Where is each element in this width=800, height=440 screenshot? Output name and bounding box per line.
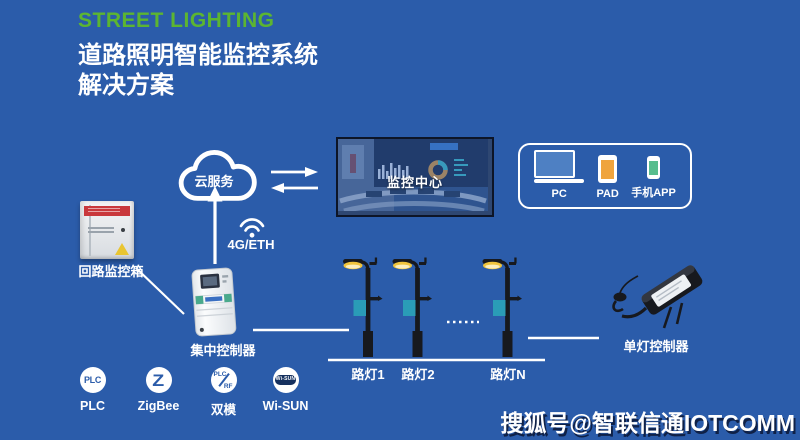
cabinet-red-band <box>84 206 130 216</box>
monitoring-center-image: 监控中心 <box>336 137 494 217</box>
terminal-phone: 手机APP <box>631 145 676 200</box>
page-title-zh: 道路照明智能监控系统 <box>78 42 318 69</box>
smartphone-icon <box>647 145 661 179</box>
single-lamp-controller-label: 单灯控制器 <box>623 339 689 354</box>
monitoring-center-label: 监控中心 <box>386 175 443 190</box>
cloud-icon <box>178 149 257 201</box>
lampN-label: 路灯N <box>490 367 526 382</box>
tablet-icon <box>598 149 618 183</box>
protocol-wisun: Wi-SUN Wi-SUN <box>248 367 323 413</box>
zigbee-icon: Z <box>145 367 172 393</box>
street-lamp-1 <box>341 255 385 359</box>
cabinet-lock-dot <box>121 228 125 232</box>
dual-mode-plc-text: PLC <box>213 371 227 378</box>
zigbee-badge-text: Z <box>152 370 165 390</box>
street-lamps-illustration <box>341 255 524 359</box>
wisun-label: Wi-SUN <box>262 399 309 413</box>
warning-triangle-icon <box>115 243 129 255</box>
pc-label: PC <box>551 188 567 200</box>
street-lamp-2 <box>390 255 434 359</box>
wisun-icon: Wi-SUN <box>272 367 299 393</box>
arrow-left-icon <box>271 183 284 193</box>
protocol-plc: PLC PLC <box>55 367 130 413</box>
wifi-icon <box>239 218 265 238</box>
single-lamp-controller-icon <box>612 265 703 329</box>
page-subtitle-zh: 解决方案 <box>78 72 174 99</box>
lamp1-label: 路灯1 <box>351 367 385 382</box>
dual-mode-icon: PLC RF <box>210 367 237 393</box>
phone-app-label: 手机APP <box>631 187 676 199</box>
terminal-pc: PC <box>534 149 585 200</box>
protocol-dual-mode: PLC RF 双模 <box>186 367 261 418</box>
laptop-icon <box>534 149 585 183</box>
terminal-pad: PAD <box>596 149 619 200</box>
lamp2-label: 路灯2 <box>401 367 435 382</box>
centralized-controller-icon <box>191 267 237 337</box>
protocol-zigbee: Z ZigBee <box>121 367 196 413</box>
pad-label: PAD <box>596 188 619 200</box>
page-title-en: STREET LIGHTING <box>78 9 275 32</box>
client-terminals-panel: PC PAD 手机APP <box>518 143 692 209</box>
dual-mode-label: 双模 <box>210 403 236 417</box>
plc-label: PLC <box>80 399 105 413</box>
street-lamp-n <box>480 255 524 359</box>
control-room-illustration <box>338 139 488 211</box>
dual-mode-rf-text: RF <box>223 382 233 390</box>
uplink-4g-eth-label: 4G/ETH <box>227 237 275 252</box>
cloud-service-label: 云服务 <box>194 174 234 189</box>
loop-monitoring-cabinet-icon <box>80 201 134 259</box>
plc-icon: PLC <box>79 367 106 393</box>
plc-badge-text: PLC <box>83 375 102 385</box>
arrow-up-icon <box>207 186 223 202</box>
centralized-controller-label: 集中控制器 <box>190 343 256 358</box>
loop-monitoring-cabinet-label: 回路监控箱 <box>78 264 144 279</box>
wisun-badge-text: Wi-SUN <box>275 375 296 385</box>
cabinet-label-lines <box>88 227 114 234</box>
zigbee-label: ZigBee <box>137 399 180 413</box>
arrow-right-icon <box>305 167 318 177</box>
watermark-text: 搜狐号@智联信通IOTCOMM <box>500 410 795 436</box>
